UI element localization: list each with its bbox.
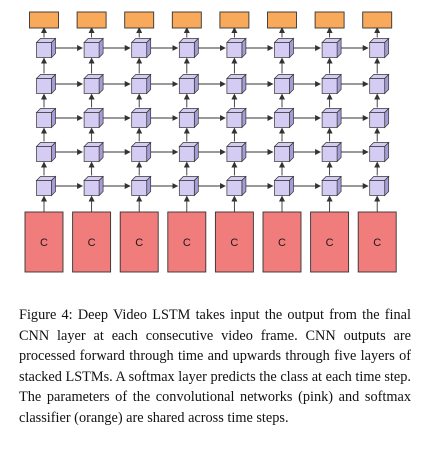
lstm-cell bbox=[368, 73, 390, 95]
lstm-cell bbox=[178, 141, 200, 163]
lstm-cell bbox=[226, 141, 247, 163]
cnn-block bbox=[167, 211, 207, 273]
figure-caption: Figure 4: Deep Video LSTM takes input th… bbox=[19, 305, 411, 429]
arrows bbox=[41, 27, 381, 212]
softmax-block bbox=[171, 11, 202, 29]
cnn-label: C bbox=[326, 237, 334, 249]
softmax-block bbox=[29, 11, 59, 29]
cnn-label: C bbox=[183, 237, 191, 249]
lstm-cell bbox=[130, 73, 152, 95]
lstm-cell bbox=[178, 175, 200, 197]
cnn-label: C bbox=[88, 237, 96, 249]
lstm-cell bbox=[321, 107, 342, 129]
lstm-cell bbox=[83, 37, 104, 59]
lstm-cell bbox=[83, 107, 104, 129]
lstm-cell bbox=[226, 175, 247, 197]
softmax-block bbox=[219, 11, 250, 29]
lstm-cell bbox=[273, 37, 295, 59]
cnn-label: C bbox=[278, 237, 286, 249]
lstm-cell bbox=[321, 141, 342, 163]
cnn-label: C bbox=[230, 237, 238, 249]
lstm-cell bbox=[83, 141, 104, 163]
caption-text: Deep Video LSTM takes input the output f… bbox=[19, 307, 411, 426]
lstm-cell bbox=[83, 175, 104, 197]
lstm-cell bbox=[130, 175, 152, 197]
lstm-cell bbox=[368, 175, 390, 197]
lstm-cell bbox=[321, 37, 342, 59]
caption-label: Figure 4: bbox=[19, 307, 73, 323]
lstm-cell bbox=[35, 107, 57, 129]
lstm-grid bbox=[35, 37, 390, 197]
lstm-cell bbox=[35, 175, 57, 197]
lstm-cell bbox=[368, 141, 390, 163]
lstm-cell bbox=[226, 73, 247, 95]
softmax-row bbox=[29, 11, 393, 29]
cnn-block bbox=[119, 211, 159, 273]
cnn-block bbox=[24, 211, 64, 273]
cnn-label: C bbox=[135, 237, 143, 249]
cnn-block bbox=[72, 211, 112, 273]
lstm-cell bbox=[178, 73, 200, 95]
lstm-cell bbox=[368, 107, 390, 129]
softmax-block bbox=[267, 11, 297, 29]
cnn-label: C bbox=[40, 237, 48, 249]
lstm-cell bbox=[130, 37, 152, 59]
lstm-cell bbox=[35, 73, 57, 95]
lstm-cell bbox=[273, 73, 295, 95]
lstm-cell bbox=[321, 73, 342, 95]
softmax-block bbox=[76, 11, 107, 29]
cnn-block bbox=[357, 211, 397, 273]
lstm-cell bbox=[35, 141, 57, 163]
lstm-cell bbox=[83, 73, 104, 95]
lstm-cell bbox=[273, 141, 295, 163]
softmax-block bbox=[124, 11, 155, 29]
cnn-block bbox=[310, 211, 350, 273]
lstm-cell bbox=[130, 141, 152, 163]
cnn-block bbox=[262, 211, 302, 273]
lstm-cell bbox=[178, 37, 200, 59]
lstm-cell bbox=[226, 37, 247, 59]
lstm-cell bbox=[321, 175, 342, 197]
lstm-cell bbox=[226, 107, 247, 129]
lstm-cell bbox=[273, 107, 295, 129]
cnn-label: C bbox=[373, 237, 381, 249]
lstm-cell bbox=[273, 175, 295, 197]
lstm-cell bbox=[368, 37, 390, 59]
cnn-block bbox=[214, 211, 254, 273]
softmax-block bbox=[362, 11, 393, 29]
lstm-cell bbox=[130, 107, 152, 129]
lstm-cell bbox=[178, 107, 200, 129]
lstm-cell bbox=[35, 37, 57, 59]
softmax-block bbox=[314, 11, 345, 29]
